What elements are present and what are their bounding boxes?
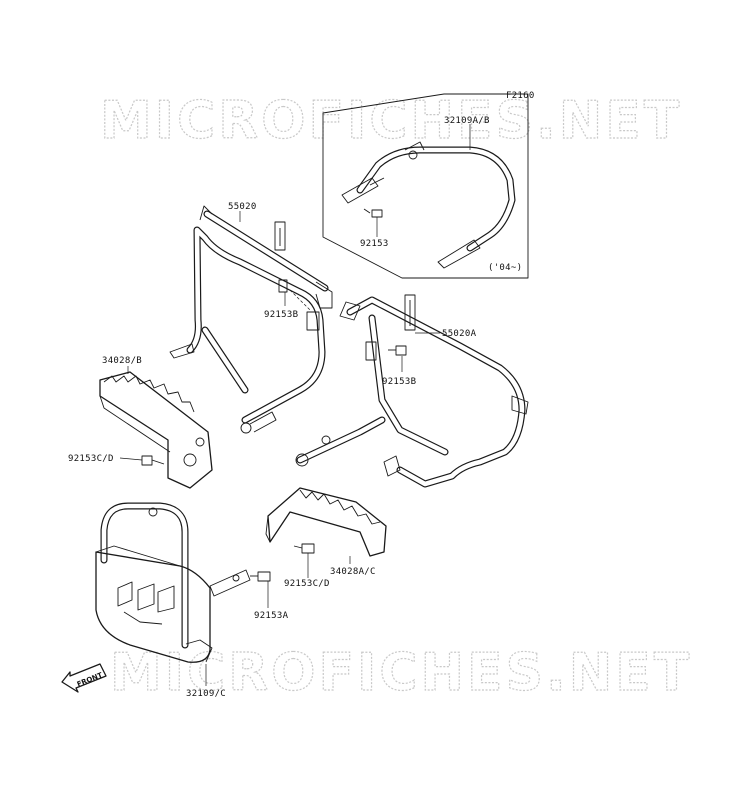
part-55020-left-frame <box>169 205 333 434</box>
callout-34028ac: 34028A/C <box>330 567 376 577</box>
callout-32109c: 32109/C <box>186 689 226 699</box>
callout-34028b: 34028/B <box>102 356 142 366</box>
bolt-92153a <box>250 571 271 582</box>
part-55020a-right-frame <box>295 294 529 488</box>
inset-year-note: ('04~) <box>488 263 522 273</box>
watermark-top: MICROFICHES.NET <box>100 91 682 151</box>
bolt-92153b-left <box>278 279 311 311</box>
front-label: FRONT <box>76 671 104 689</box>
inset-box <box>322 93 529 279</box>
part-32109c-front-bumper <box>95 502 251 663</box>
bolt-92153-inset <box>363 208 383 218</box>
callout-32109ab: 32109A/B <box>444 116 490 126</box>
callout-55020a: 55020A <box>442 329 477 339</box>
callout-92153cd-left: 92153C/D <box>68 454 114 464</box>
callout-55020: 55020 <box>228 202 257 212</box>
callout-92153-inset: 92153 <box>360 239 389 249</box>
diagram-code: F2160 <box>506 91 535 101</box>
callout-92153b-right: 92153B <box>382 377 416 387</box>
front-arrow-icon: FRONT <box>61 663 107 693</box>
bolt-92153b-right <box>388 345 407 356</box>
part-32109ab-rear-bar <box>341 141 516 269</box>
callout-92153b-left: 92153B <box>264 310 298 320</box>
bolt-92153cd-left <box>141 455 165 466</box>
callout-92153cd-right: 92153C/D <box>284 579 330 589</box>
bolt-92153cd-right <box>293 543 315 554</box>
part-34028ac-right-step <box>265 487 387 557</box>
callout-92153a: 92153A <box>254 611 289 621</box>
part-34028b-left-step <box>99 371 213 489</box>
